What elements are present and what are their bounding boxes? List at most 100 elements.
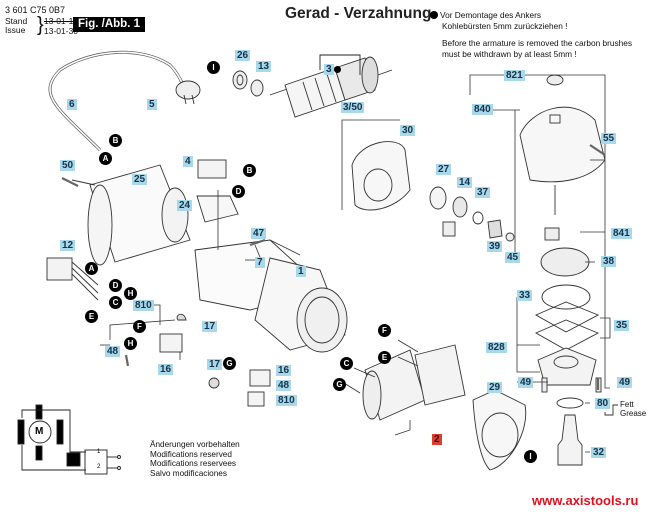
stand-issue-labels: Stand Issue bbox=[5, 17, 27, 35]
connector-g-coil: G bbox=[333, 378, 346, 391]
part-label-17-a: 17 bbox=[202, 321, 218, 332]
grease-legend: Fett Grease bbox=[620, 400, 646, 418]
brace-icon: } bbox=[37, 14, 44, 36]
part-label-37: 37 bbox=[475, 187, 491, 198]
part-label-49-left: 49 bbox=[518, 377, 534, 388]
bearing-14 bbox=[452, 196, 468, 218]
part-label-2: 2 bbox=[432, 434, 442, 445]
part-label-35: 35 bbox=[614, 320, 630, 331]
document-number: 3 601 C75 0B7 bbox=[5, 5, 66, 15]
part-label-80: 80 bbox=[595, 398, 611, 409]
part-label-841: 841 bbox=[611, 228, 632, 239]
rear-cover bbox=[71, 164, 191, 266]
field-coils bbox=[362, 344, 466, 421]
part-label-14: 14 bbox=[457, 177, 473, 188]
bevel-gear bbox=[540, 247, 590, 277]
motor-housing bbox=[194, 239, 348, 353]
part-label-33: 33 bbox=[517, 290, 533, 301]
part-label-30: 30 bbox=[400, 125, 416, 136]
website-link[interactable]: www.axistools.ru bbox=[532, 493, 639, 508]
note-en-1: Before the armature is removed the carbo… bbox=[442, 38, 633, 48]
bearing-13 bbox=[250, 79, 264, 97]
connector-f-holder: F bbox=[133, 320, 146, 333]
o-ring bbox=[541, 284, 591, 310]
note-de-1: Vor Demontage des Ankers bbox=[440, 10, 542, 20]
part-label-6: 6 bbox=[67, 99, 77, 110]
connector-b-cord: B bbox=[109, 134, 122, 147]
connector-c-coil: C bbox=[340, 357, 353, 370]
note-bullet-icon bbox=[334, 66, 341, 73]
note-en-2: must be withdrawn by at least 5mm ! bbox=[442, 49, 577, 59]
part-label-12: 12 bbox=[60, 240, 76, 251]
part-label-810-b: 810 bbox=[276, 395, 297, 406]
connector-f-coil: F bbox=[378, 324, 391, 337]
stand-date: 13-01-17 bbox=[44, 16, 79, 26]
washer-80 bbox=[556, 397, 584, 409]
part-label-17-b: 17 bbox=[207, 359, 223, 370]
issue-date: 13-01-30 bbox=[44, 26, 79, 36]
spindle bbox=[557, 414, 583, 466]
carbon-brush-housing bbox=[159, 333, 183, 353]
plug bbox=[175, 80, 201, 105]
connector-a-brush: A bbox=[85, 262, 98, 275]
brush-spring bbox=[176, 313, 187, 321]
connector-i-bearing: I bbox=[207, 61, 220, 74]
wiring-schematic bbox=[17, 404, 121, 475]
part-label-45: 45 bbox=[505, 252, 521, 263]
revision-dates: 13-01-17 13-01-30 bbox=[44, 16, 78, 36]
part-label-4: 4 bbox=[183, 156, 193, 167]
modifications-notice: Änderungen vorbehalten Modifications res… bbox=[150, 440, 240, 478]
guard bbox=[472, 389, 527, 471]
part-label-3-50: 3/50 bbox=[341, 102, 365, 113]
modification-line: Salvo modificaciones bbox=[150, 468, 227, 478]
part-label-47: 47 bbox=[251, 228, 267, 239]
switch-pos-1: 1 bbox=[97, 449, 101, 455]
part-label-24: 24 bbox=[177, 200, 193, 211]
part-label-39: 39 bbox=[487, 241, 503, 252]
part-label-3: 3 bbox=[324, 64, 334, 75]
part-label-1: 1 bbox=[296, 266, 306, 277]
modification-line: Modifications reservees bbox=[150, 459, 237, 468]
gear-housing bbox=[519, 74, 606, 183]
part-label-29: 29 bbox=[487, 382, 503, 393]
part-label-810-a: 810 bbox=[133, 300, 154, 311]
grease-en: Grease bbox=[620, 409, 647, 418]
connector-e-coil: E bbox=[378, 351, 391, 364]
connector-d-switch: D bbox=[232, 185, 245, 198]
connector-i-guard: I bbox=[524, 450, 537, 463]
bullet-icon bbox=[430, 11, 438, 19]
part-label-25: 25 bbox=[132, 174, 148, 185]
part-label-55: 55 bbox=[601, 133, 617, 144]
note-de-2: Kohlebürsten 5mm zurückziehen ! bbox=[442, 21, 568, 31]
motor-symbol: M bbox=[35, 426, 44, 437]
page-title: Gerad - Verzahnung bbox=[285, 5, 432, 22]
part-label-26: 26 bbox=[235, 50, 251, 61]
part-label-821: 821 bbox=[504, 70, 525, 81]
modification-line: Modifications reserved bbox=[150, 449, 232, 459]
armature-note: Vor Demontage des Ankers Kohlebürsten 5m… bbox=[430, 10, 632, 60]
part-label-49-right: 49 bbox=[617, 377, 633, 388]
connector-c-brush: C bbox=[109, 296, 122, 309]
connector-a-cord: A bbox=[99, 152, 112, 165]
part-label-38: 38 bbox=[601, 256, 617, 267]
nut-45 bbox=[505, 232, 515, 242]
connector-d-brush: D bbox=[109, 279, 122, 292]
switch bbox=[197, 159, 227, 179]
grease-icon bbox=[604, 404, 618, 416]
stand-label: Stand bbox=[5, 16, 28, 26]
part-label-48-a: 48 bbox=[105, 346, 121, 357]
part-label-48-b: 48 bbox=[276, 380, 292, 391]
pinion-39 bbox=[487, 219, 503, 239]
grease-de: Fett bbox=[620, 400, 634, 409]
washer-37 bbox=[472, 211, 484, 225]
screw-48 bbox=[124, 354, 130, 367]
seal-27 bbox=[429, 186, 447, 210]
modification-line: Änderungen vorbehalten bbox=[150, 440, 240, 449]
connector-e-brush: E bbox=[85, 310, 98, 323]
part-label-32: 32 bbox=[591, 447, 607, 458]
part-label-7: 7 bbox=[255, 257, 265, 268]
part-label-50: 50 bbox=[60, 160, 76, 171]
screw-50 bbox=[61, 177, 79, 187]
switch-holder bbox=[196, 195, 239, 223]
